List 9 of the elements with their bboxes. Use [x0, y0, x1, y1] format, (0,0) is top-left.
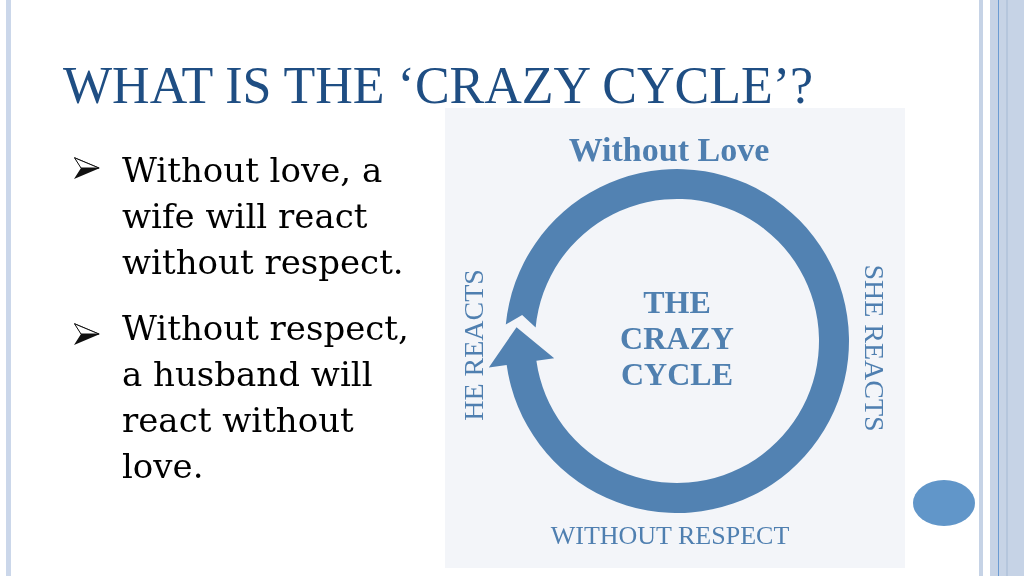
- cycle-stage-label: WITHOUT RESPECT: [550, 523, 790, 549]
- center-text: THE CRAZY CYCLE: [619, 285, 735, 393]
- bullet-text: Without love, a wife will react without respect.: [122, 149, 405, 284]
- cycle-stage-label: Without Love: [568, 133, 770, 167]
- bullet-text: Without respect, a husband will react without love.: [122, 307, 410, 488]
- cycle-stage-label: SHE REACTS: [860, 264, 888, 432]
- circular-arrow: [489, 169, 849, 513]
- cycle-stage-label: HE REACTS: [460, 269, 488, 421]
- slide-title: WHAT IS THE ‘CRAZY CYCLE’?: [63, 60, 814, 112]
